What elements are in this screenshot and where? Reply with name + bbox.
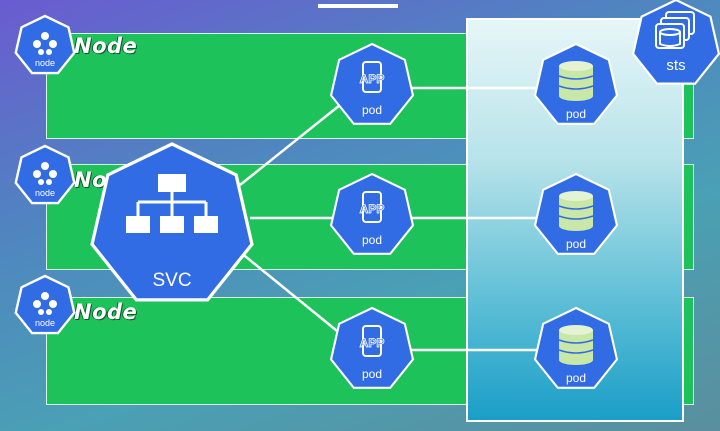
statefulset-label: sts [666, 57, 685, 74]
app-pod-2: APP pod [329, 172, 415, 255]
database-icon [558, 325, 594, 365]
node-cluster-icon [33, 292, 57, 315]
svc-to-pod-1-line [239, 104, 341, 186]
stacked-database-icon [655, 11, 695, 49]
network-hierarchy-icon [126, 174, 218, 233]
app-pod-3: APP pod [329, 306, 415, 389]
app-pod-1: APP pod [329, 42, 415, 125]
db-pod-label-2: pod [566, 237, 586, 251]
database-icon [558, 191, 594, 231]
app-glyph-1: APP [360, 72, 385, 86]
node-label-1: Node [74, 34, 138, 58]
mobile-app-icon [362, 325, 382, 357]
db-pod-2: pod [533, 172, 619, 255]
db-pod-1: pod [533, 42, 619, 125]
connector-lines [239, 86, 540, 352]
app-glyph-2: APP [360, 202, 385, 216]
statefulset-sts: sts [631, 0, 720, 85]
node-icon-text-1: node [35, 58, 55, 68]
app-pod-label-3: pod [362, 367, 382, 381]
node-icon-3: node [14, 274, 76, 335]
app-pod-label-1: pod [362, 103, 382, 117]
db-pod-label-1: pod [566, 107, 586, 121]
app-glyph-3: APP [360, 336, 385, 350]
db-pod-label-3: pod [566, 371, 586, 385]
node-icon-text-3: node [35, 318, 55, 328]
database-icon [558, 61, 594, 101]
app-pod-label-2: pod [362, 233, 382, 247]
node-icon-1: node [14, 14, 76, 75]
title-fragment [318, 0, 398, 8]
db-pod-3: pod [533, 306, 619, 389]
node-cluster-icon [33, 32, 57, 55]
svc-to-pod-3-line [239, 251, 343, 336]
node-icon-2: node [14, 144, 76, 205]
node-label-3: Node [74, 300, 138, 324]
node-cluster-icon [33, 162, 57, 185]
node-label-2: No [74, 168, 108, 192]
mobile-app-icon [362, 61, 382, 93]
service-svc: SVC [90, 142, 254, 302]
service-label: SVC [152, 270, 191, 291]
node-icon-text-2: node [35, 188, 55, 198]
mobile-app-icon [362, 191, 382, 223]
